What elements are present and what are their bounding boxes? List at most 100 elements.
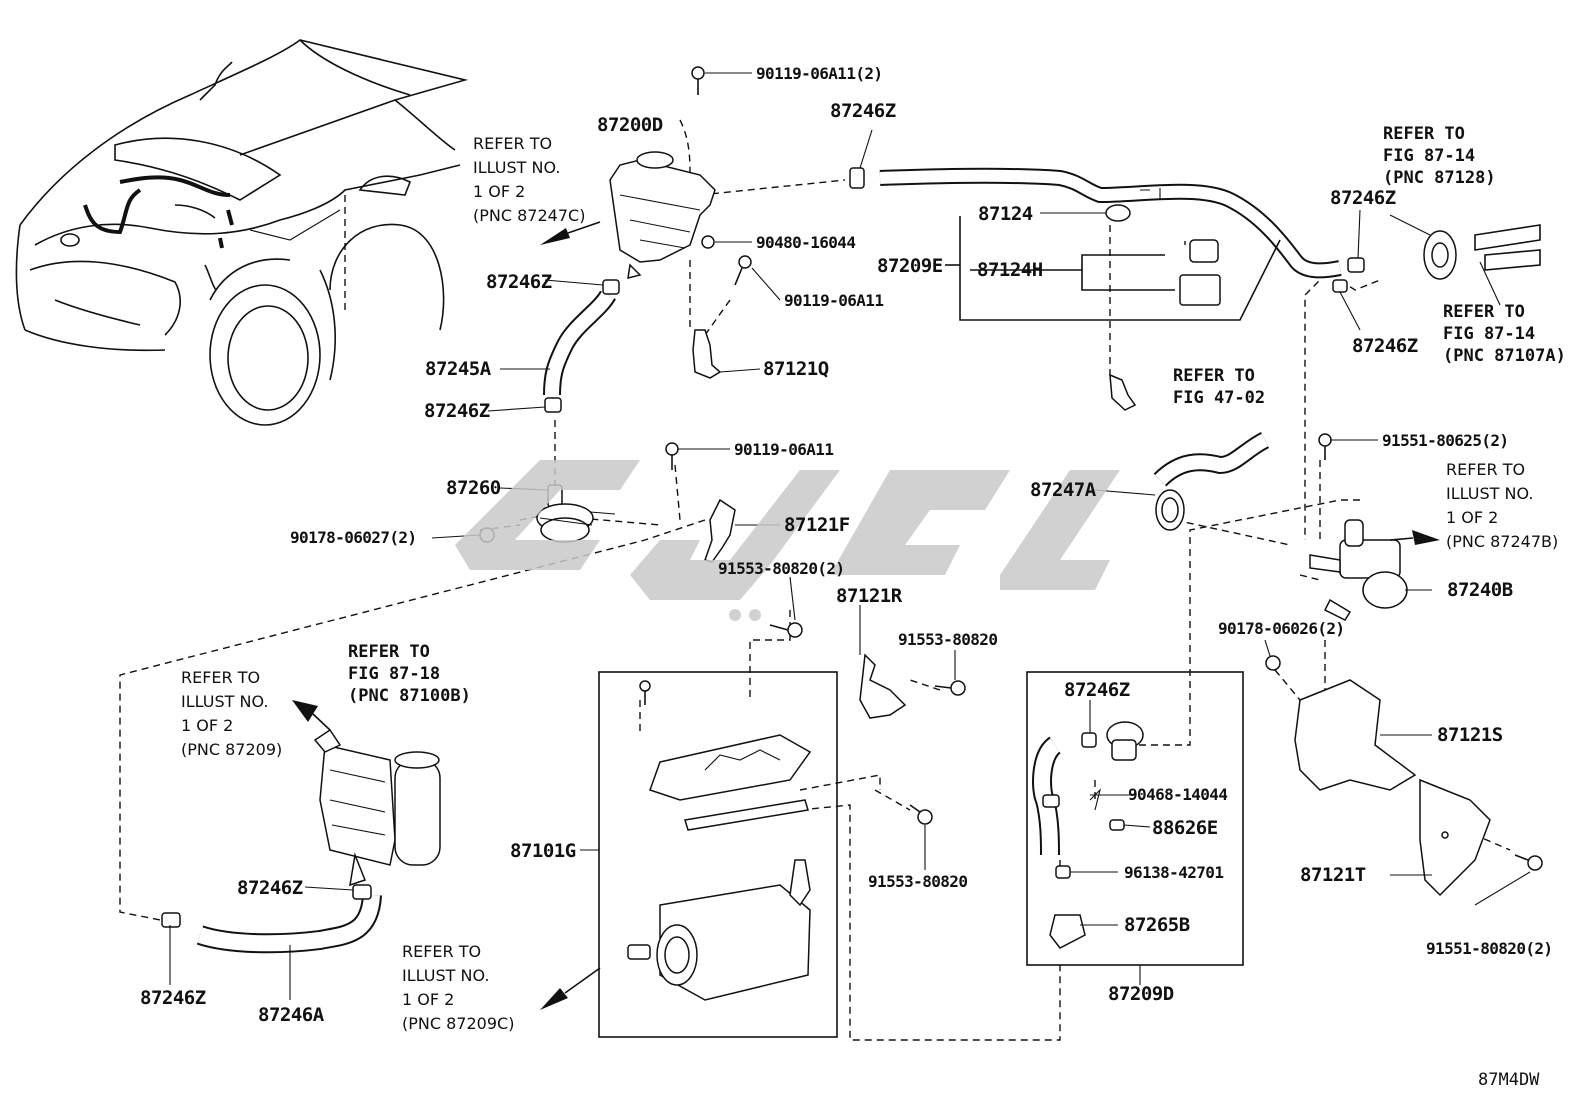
svg-text:ILLUST NO.: ILLUST NO. [402,966,489,985]
group-bracket-87209E [945,216,1281,321]
svg-text:REFER TO: REFER TO [1443,302,1525,322]
callout-87124: 87124 [978,203,1033,225]
callout-90178-06027-2: 90178-06027(2) [290,528,416,547]
refer-arrow-icon [540,221,601,245]
leader-lines [169,72,1531,1000]
refer-notes: REFER TO ILLUST NO. 1 OF 2 (PNC 87247C) … [181,124,1566,1033]
svg-text:REFER TO: REFER TO [348,642,430,662]
callout-96138-42701: 96138-42701 [1124,863,1223,882]
callout-87121S: 87121S [1437,724,1503,746]
svg-text:FIG 87-14: FIG 87-14 [1443,324,1535,344]
callout-87246A: 87246A [258,1004,325,1026]
refer-note-87128: REFER TO FIG 87-14 (PNC 87128) [1383,124,1496,188]
brand-watermark-icon [455,460,1120,621]
callout-90119-06A11-2: 90119-06A11(2) [756,64,882,83]
bolt-icon [934,680,966,696]
hose-connector [1155,489,1185,531]
brackets [692,329,1137,719]
callout-87209E: 87209E [877,255,943,277]
svg-text:ILLUST NO.: ILLUST NO. [181,692,268,711]
water-pump [536,484,616,543]
svg-text:(PNC 87128): (PNC 87128) [1383,168,1496,188]
electric-heater-unit [313,728,441,887]
callout-91553-80820-2: 91553-80820(2) [718,559,844,578]
hose-clamps [161,167,1365,928]
refer-note-87247B: REFER TO ILLUST NO. 1 OF 2 (PNC 87247B) [1446,460,1558,551]
sensor-bracket [1179,239,1221,306]
reservoir-tank [609,151,716,280]
callout-87260: 87260 [446,477,501,499]
svg-text:ILLUST NO.: ILLUST NO. [1446,484,1533,503]
svg-text:REFER TO: REFER TO [473,134,552,153]
callout-90119-06A11-b: 90119-06A11 [784,291,883,310]
callout-87200D: 87200D [597,114,663,136]
svg-text:(PNC 87209): (PNC 87209) [181,740,282,759]
svg-text:1 OF 2: 1 OF 2 [181,716,233,735]
bolt-icon [639,680,651,705]
bolts [479,66,1543,871]
svg-text:(PNC 87247C): (PNC 87247C) [473,206,585,225]
control-valve [1309,519,1408,621]
bypass-valve-parts [1026,671,1244,966]
hoses [196,167,1342,954]
refer-arrow-icon [292,700,331,731]
refer-arrows [292,221,1440,1010]
bolt-icon [769,622,803,638]
refer-note-87100B: REFER TO FIG 87-18 (PNC 87100B) [348,642,471,706]
callout-87124H: 87124H [977,259,1043,281]
vehicle-front-icon [15,39,469,426]
callout-87247A: 87247A [1030,479,1097,501]
refer-note-87247C: REFER TO ILLUST NO. 1 OF 2 (PNC 87247C) [473,134,585,225]
bolt-icon [701,235,715,249]
svg-text:1 OF 2: 1 OF 2 [1446,508,1498,527]
callout-87209D: 87209D [1108,983,1174,1005]
bolt-icon [1265,655,1281,671]
callout-90468-14044: 90468-14044 [1128,785,1227,804]
svg-text:FIG 87-18: FIG 87-18 [348,664,440,684]
callout-87265B: 87265B [1124,914,1190,936]
svg-text:REFER TO: REFER TO [1446,460,1525,479]
svg-text:(PNC 87100B): (PNC 87100B) [348,686,471,706]
callout-87246Z-left: 87246Z [140,987,206,1009]
callout-91553-80820-a: 91553-80820 [898,630,997,649]
svg-text:REFER TO: REFER TO [1383,124,1465,144]
bolt-icon [1318,433,1332,460]
callout-87121T: 87121T [1300,864,1366,886]
refer-arrow-icon [540,967,601,1010]
svg-text:REFER TO: REFER TO [1173,366,1255,386]
bolt-icon [1514,854,1543,871]
callout-87246Z-right1: 87246Z [1330,187,1396,209]
svg-text:(PNC 87209C): (PNC 87209C) [402,1014,514,1033]
svg-text:FIG 47-02: FIG 47-02 [1173,388,1265,408]
callout-87246Z-tank: 87246Z [486,271,552,293]
callout-90178-06026-2: 90178-06026(2) [1218,619,1344,638]
svg-text:REFER TO: REFER TO [402,942,481,961]
callout-91551-80625-2: 91551-80625(2) [1382,431,1508,450]
bolt-icon [909,804,933,825]
diagram-code: 87M4DW [1478,1070,1540,1090]
callout-87121Q: 87121Q [763,358,829,380]
refer-note-47-02: REFER TO FIG 47-02 [1173,366,1265,408]
callout-91551-80820-2: 91551-80820(2) [1426,939,1552,958]
callout-90480-16044: 90480-16044 [756,233,855,252]
callout-90119-06A11-c: 90119-06A11 [734,440,833,459]
callout-87245A: 87245A [425,358,492,380]
svg-text:(PNC 87247B): (PNC 87247B) [1446,532,1558,551]
bolt-icon [691,66,705,95]
bolt-icon [665,442,679,470]
flange-fittings [1423,224,1541,280]
callout-87240B: 87240B [1447,579,1513,601]
bolt-icon [734,255,752,286]
callout-87246Z-right2: 87246Z [1352,335,1418,357]
callout-87101G: 87101G [510,840,576,862]
svg-text:1 OF 2: 1 OF 2 [473,182,525,201]
svg-text:(PNC 87107A): (PNC 87107A) [1443,346,1566,366]
svg-text:FIG 87-14: FIG 87-14 [1383,146,1475,166]
refer-note-87107A: REFER TO FIG 87-14 (PNC 87107A) [1443,302,1566,366]
cover-panels [1294,679,1491,897]
callout-87246Z-box: 87246Z [1064,679,1130,701]
callout-87121R: 87121R [836,585,903,607]
refer-arrow-icon [1389,530,1440,545]
refer-note-87209C: REFER TO ILLUST NO. 1 OF 2 (PNC 87209C) [402,942,514,1033]
